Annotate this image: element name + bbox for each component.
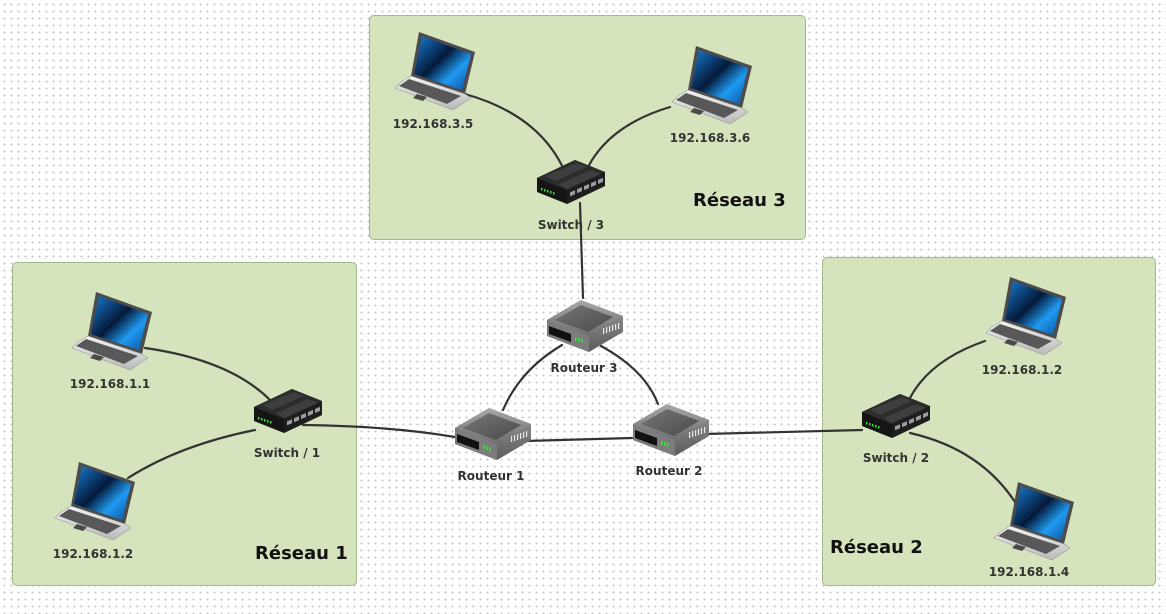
link-router1-router3 bbox=[501, 343, 564, 412]
laptop-1-1-label: 192.168.1.1 bbox=[69, 377, 151, 391]
router-icon[interactable] bbox=[545, 296, 625, 354]
laptop-icon[interactable] bbox=[990, 480, 1074, 560]
switch-icon[interactable] bbox=[535, 158, 607, 206]
link-switch1-router1 bbox=[301, 423, 457, 439]
laptop-3-6-label: 192.168.3.6 bbox=[669, 131, 751, 145]
switch-2-label: Switch / 2 bbox=[862, 451, 930, 465]
link-laptop12-switch1 bbox=[126, 428, 257, 480]
laptop-icon[interactable] bbox=[982, 275, 1066, 355]
network-1-title: Réseau 1 bbox=[255, 543, 348, 564]
switch-3-label: Switch / 3 bbox=[537, 218, 605, 232]
laptop-2-4-label: 192.168.1.4 bbox=[988, 565, 1070, 579]
link-switch2-router2 bbox=[703, 428, 864, 436]
laptop-icon[interactable] bbox=[668, 44, 752, 124]
laptop-icon[interactable] bbox=[391, 30, 475, 110]
router-2-label: Routeur 2 bbox=[635, 464, 703, 478]
laptop-2-2-label: 192.168.1.2 bbox=[981, 363, 1063, 377]
switch-1-label: Switch / 1 bbox=[253, 446, 321, 460]
link-router3-router2 bbox=[599, 344, 660, 406]
link-laptop35-switch3 bbox=[463, 92, 567, 174]
switch-icon[interactable] bbox=[860, 392, 932, 440]
link-laptop22-switch2 bbox=[908, 339, 987, 400]
router-1-label: Routeur 1 bbox=[457, 469, 525, 483]
laptop-3-5-label: 192.168.3.5 bbox=[392, 117, 474, 131]
network-2-title: Réseau 2 bbox=[830, 537, 923, 558]
router-icon[interactable] bbox=[453, 404, 533, 462]
router-icon[interactable] bbox=[631, 400, 711, 458]
link-laptop11-switch1 bbox=[143, 346, 272, 402]
laptop-icon[interactable] bbox=[51, 460, 135, 540]
link-router1-router2 bbox=[523, 436, 634, 443]
link-switch3-router3 bbox=[578, 201, 585, 300]
link-laptop36-switch3 bbox=[586, 105, 672, 169]
network-3-title: Réseau 3 bbox=[693, 190, 786, 211]
laptop-icon[interactable] bbox=[68, 290, 152, 370]
laptop-1-2-label: 192.168.1.2 bbox=[52, 547, 134, 561]
link-laptop24-switch2 bbox=[908, 431, 1022, 512]
switch-icon[interactable] bbox=[252, 387, 324, 435]
router-3-label: Routeur 3 bbox=[550, 361, 618, 375]
